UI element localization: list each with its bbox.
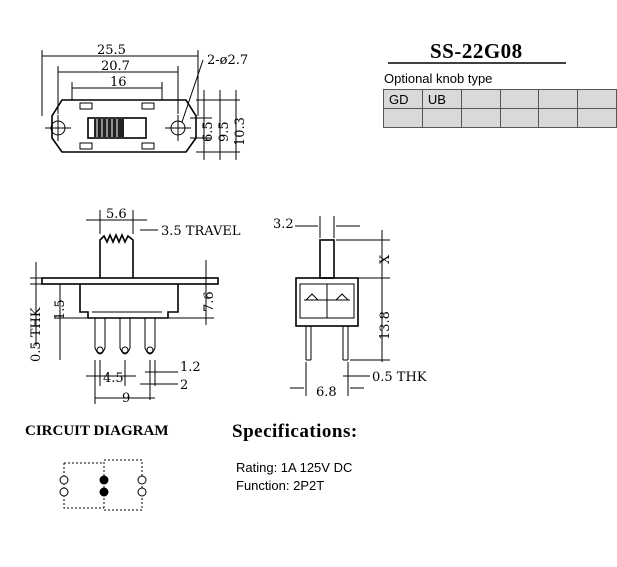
table-cell [538,89,579,109]
table-row [383,108,617,128]
dim-slot-length: 16 [110,75,127,90]
front-view [30,210,219,404]
table-cell [577,89,617,109]
table-cell [499,108,540,128]
dim-hole-pitch: 20.7 [101,59,130,74]
table-cell [538,108,579,128]
table-cell [421,108,462,128]
table-cell: GD [383,89,423,109]
table-cell [383,108,423,128]
dim-knob-height: X [378,254,393,264]
table-cell [460,108,501,128]
knob-caption: Optional knob type [384,71,493,86]
dim-body-height: 7.6 [202,291,217,312]
dim-side-height: 13.8 [378,311,393,340]
dim-height-b: 9.5 [217,121,232,142]
circuit-diagram [59,459,147,511]
dim-overall-length: 25.5 [97,43,126,58]
dim-height-a: 6.5 [201,121,216,142]
table-cell [460,89,501,109]
dim-base-height: 1.5 [53,299,68,320]
dim-knob-width: 5.6 [106,207,127,222]
table-cell [499,89,540,109]
spec-rating: Rating: 1A 125V DC [236,460,353,475]
dim-pin-gap: 2 [180,378,188,393]
dim-holes: 2-ø2.7 [207,53,248,68]
dim-knob-offset: 3.2 [273,217,294,232]
table-cell [577,108,617,128]
dim-side-width: 6.8 [316,385,337,400]
dim-thickness: 0.5 THK [29,307,44,362]
table-cell: UB [421,89,462,109]
dim-pin-pitch: 4.5 [103,371,124,386]
dim-pin-width: 1.2 [180,360,201,375]
spec-function: Function: 2P2T [236,478,325,493]
model-title: SS-22G08 [430,39,523,63]
side-view [290,216,390,396]
spec-title: Specifications: [232,421,358,442]
dim-side-thk: 0.5 THK [372,370,427,385]
circuit-title: CIRCUIT DIAGRAM [25,423,169,439]
table-row: GD UB [383,89,617,109]
top-view [41,50,240,160]
dim-pin-span: 9 [122,391,130,406]
knob-table: GD UB [383,89,617,128]
dim-travel: 3.5 TRAVEL [161,224,241,239]
dim-height-c: 10.3 [233,117,248,146]
